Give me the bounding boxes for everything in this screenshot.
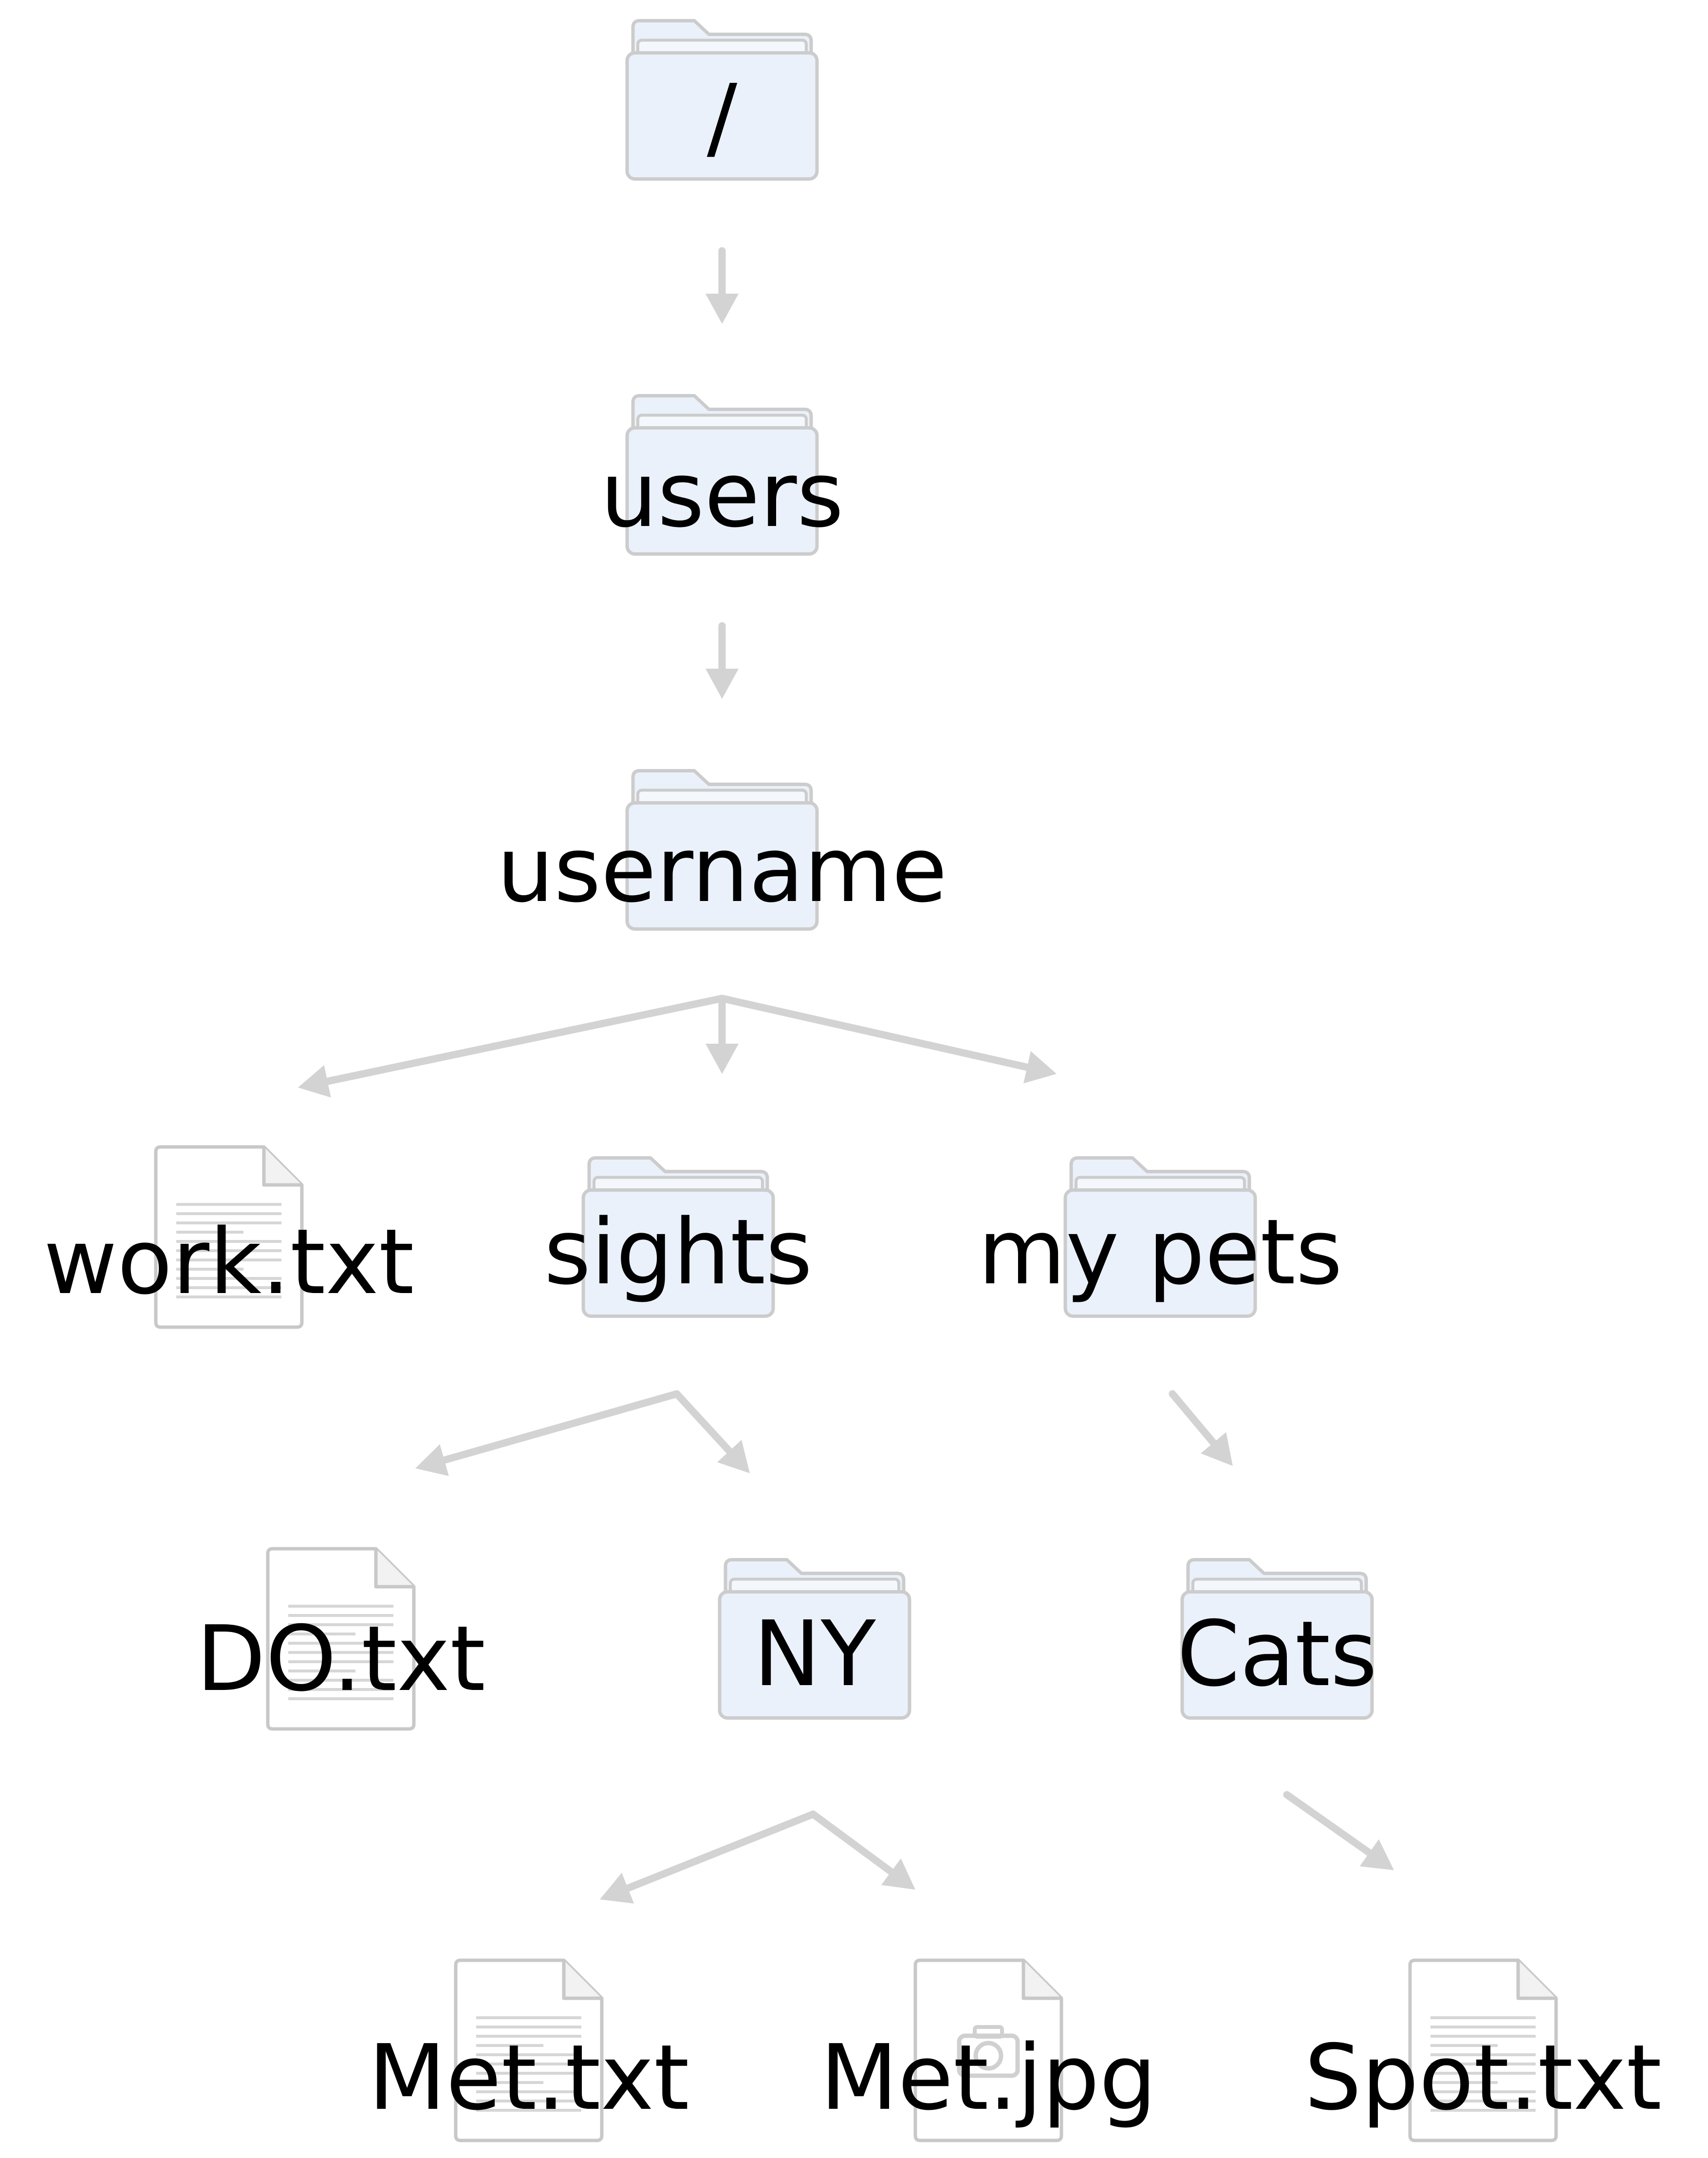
arrow-shaft	[438, 1390, 681, 1465]
edge-arrow-sights-to-ny	[673, 1390, 750, 1473]
text-file-icon-work-txt	[154, 1145, 304, 1329]
file-page	[1408, 1958, 1558, 2142]
arrow-head	[298, 1065, 331, 1098]
edge-arrow-ny-to-met-txt	[600, 1810, 817, 1904]
arrow-shaft	[621, 1810, 817, 1893]
arrow-head	[600, 1873, 634, 1904]
node-label-users: users	[600, 442, 844, 547]
file-page	[266, 1547, 416, 1731]
folder-front	[625, 426, 819, 556]
arrow-head	[705, 294, 739, 324]
arrow-head	[705, 1044, 739, 1074]
folder-icon-sights	[581, 1156, 775, 1318]
file-page	[913, 1958, 1063, 2142]
edge-arrow-users-to-username	[705, 622, 739, 699]
camera-lens	[973, 2041, 1003, 2071]
node-label-ny: NY	[753, 1601, 876, 1707]
file-corner-fold	[262, 1147, 302, 1187]
file-corner-fold	[1516, 1960, 1556, 2000]
folder-icon-root	[625, 19, 819, 181]
arrow-shaft	[809, 1810, 897, 1877]
folder-front	[625, 51, 819, 181]
file-page	[154, 1145, 304, 1329]
folder-icon-users	[625, 394, 819, 556]
arrow-shaft	[321, 995, 726, 1086]
node-label-my-pets: my pets	[978, 1200, 1343, 1305]
node-label-cats: Cats	[1177, 1601, 1377, 1707]
folder-icon-username	[625, 769, 819, 931]
folder-front	[625, 801, 819, 931]
arrow-head	[415, 1444, 449, 1476]
arrow-head	[1023, 1051, 1057, 1084]
folder-icon-ny	[718, 1558, 911, 1720]
arrow-head	[705, 669, 739, 699]
node-label-spot-txt: Spot.txt	[1304, 2025, 1662, 2130]
edge-arrow-username-to-sights	[705, 995, 739, 1074]
folder-icon-cats	[1180, 1558, 1374, 1720]
text-file-icon-do-txt	[266, 1547, 416, 1731]
text-file-icon-spot-txt	[1408, 1958, 1558, 2142]
arrow-shaft	[718, 995, 1034, 1072]
arrow-shaft	[1169, 1390, 1219, 1449]
node-label-username: username	[497, 817, 947, 922]
folder-front	[581, 1188, 775, 1318]
arrow-head	[1201, 1432, 1233, 1466]
edge-arrow-ny-to-met-jpg	[809, 1810, 915, 1890]
folder-front	[1063, 1188, 1257, 1318]
file-corner-fold	[374, 1549, 414, 1589]
icons-layer	[154, 19, 1558, 2142]
node-label-sights: sights	[544, 1200, 812, 1305]
folder-front	[1180, 1590, 1374, 1720]
image-file-icon-met-jpg	[913, 1958, 1063, 2142]
node-label-met-txt: Met.txt	[368, 2025, 689, 2130]
edge-arrow-my-pets-to-cats	[1169, 1390, 1233, 1466]
edges-layer	[298, 247, 1394, 1904]
file-corner-fold	[562, 1960, 602, 2000]
arrow-head	[881, 1858, 915, 1890]
camera-top	[973, 2025, 1004, 2039]
edge-arrow-sights-to-do-txt	[415, 1390, 681, 1476]
arrow-shaft	[673, 1390, 735, 1457]
arrow-shaft	[1283, 1791, 1375, 1858]
file-corner-fold	[1021, 1960, 1061, 2000]
edge-arrow-root-to-users	[705, 247, 739, 324]
labels-layer: / users username work.txt sights my petsDO.tx…	[43, 65, 1662, 2130]
text-file-icon-met-txt	[454, 1958, 604, 2142]
folder-front	[718, 1590, 911, 1720]
edge-arrow-username-to-my-pets	[718, 995, 1057, 1084]
edge-arrow-cats-to-spot-txt	[1283, 1791, 1394, 1870]
arrow-head	[1359, 1839, 1394, 1870]
node-label-met-jpg: Met.jpg	[820, 2025, 1156, 2130]
node-label-do-txt: DO.txt	[196, 1606, 485, 1711]
node-label-work-txt: work.txt	[43, 1209, 414, 1314]
edge-arrow-username-to-work-txt	[298, 995, 726, 1098]
arrow-head	[717, 1440, 750, 1473]
file-page	[454, 1958, 604, 2142]
folder-icon-my-pets	[1063, 1156, 1257, 1318]
node-label-root: /	[707, 65, 738, 170]
